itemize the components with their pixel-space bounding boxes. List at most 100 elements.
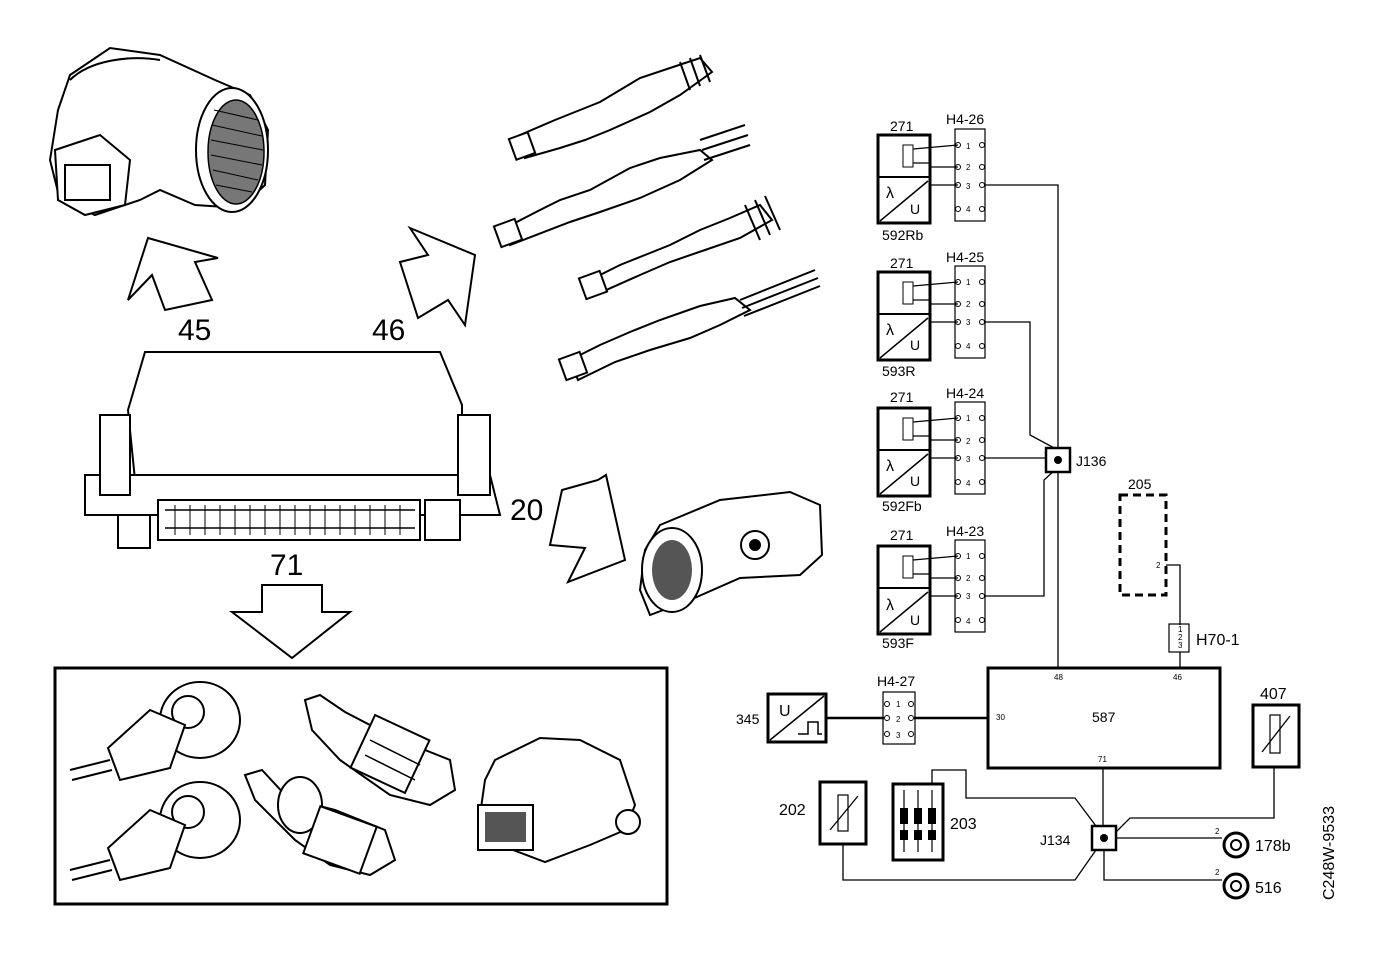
wire-407-to-j134 [1115,767,1275,833]
component-203-label: 203 [950,816,977,833]
unit-3-wire-2 [913,435,958,441]
pin-label: 4 [966,342,971,351]
unit-4-sensor-box [876,544,932,636]
unit-2-lambda-symbol: λ [886,322,894,339]
pin-label: 1 [966,414,971,423]
component-345-label: 345 [736,711,760,727]
h4-27-pin-3: 3 [896,731,901,740]
wire-203-to-j134 [931,769,1097,827]
unit-2-pin-4-right [979,343,985,349]
unit-1-pin-4-left [955,206,961,212]
c205-pin: 2 [1156,561,1161,570]
pin-label: 3 [966,182,971,191]
component-202-resistor [837,794,849,832]
c587-pin-46: 46 [1173,673,1182,682]
unit-1-sensor-box [876,133,932,225]
figure-code: C248W-9533 [1321,806,1338,900]
unit-3-sensor-box [876,406,932,498]
signal-wire-unit-2 [985,321,1059,451]
wiring-diagram [766,128,1301,900]
unit-2-connector-label: H4-25 [946,249,984,265]
c587-pin-30: 30 [996,713,1005,722]
unit-3-code-label: 592Fb [882,498,922,514]
junction-j136-dot [1054,456,1062,464]
wire-202-to-j134 [842,844,1097,881]
unit-1-connector [954,128,986,222]
component-202-arrow [829,795,859,831]
pin-label: 1 [966,142,971,151]
component-407 [1251,703,1301,769]
pin-label: 1 [966,278,971,287]
ecu-control-unit-illustration [84,351,502,549]
wire-205-to-h70 [1166,564,1181,625]
component-407-arrow [1261,715,1291,753]
unit-4-pin-4-right [979,617,985,623]
pin-label: 2 [966,300,971,309]
unit-4-pin-4-left [955,617,961,623]
callout-20: 20 [510,494,543,527]
callout-arrow-71 [229,584,353,660]
pin-label: 3 [966,455,971,464]
unit-3-u-symbol: U [910,473,920,489]
air-mass-meter-illustration [48,46,270,217]
unit-2-pin-1-right [979,279,985,285]
pin-label: 4 [966,205,971,214]
unit-3-wire-1 [912,417,959,423]
unit-1-pin-labels: 1 2 3 4 [966,142,971,214]
unit-3-connector [954,401,986,495]
unit-3-lambda-symbol: λ [886,458,894,475]
unit-1-u-symbol: U [910,201,920,217]
oxygen-sensors-illustration [492,54,821,382]
unit-2-u-symbol: U [910,337,920,353]
component-407-label: 407 [1260,686,1287,703]
pin-label: 3 [966,318,971,327]
callout-arrow-46 [398,225,477,328]
h4-27-pin-1-right [908,701,914,707]
signal-wire-unit-1 [985,184,1059,668]
c587-pin-71: 71 [1098,755,1107,764]
knock-sensor-illustration [69,681,241,782]
unit-4-lambda-symbol: λ [886,597,894,614]
unit-1-pin-3-right [979,182,985,188]
component-516-center [1230,880,1242,892]
junction-j136-label: J136 [1076,453,1107,469]
unit-2-connector [954,265,986,359]
component-345-pulse-symbol [798,721,822,735]
component-178b-label: 178b [1255,838,1291,855]
unit-3-heater-symbol [902,417,914,441]
connector-h70-label: H70-1 [1196,632,1240,649]
unit-2-pin-2-right [979,301,985,307]
wire-j134-to-516 [1103,850,1222,881]
pin-label: 4 [966,617,971,626]
unit-1-code-label: 592Rb [882,227,923,243]
component-205-label: 205 [1128,476,1152,492]
component-587 [986,666,1222,770]
pin-label: 2 [966,163,971,172]
unit-2-block-label: 271 [890,255,914,271]
component-202 [818,780,868,846]
h4-27-pin-1: 1 [896,700,901,709]
unit-4-wire-1 [912,555,959,561]
unit-1-heater-symbol [902,144,914,168]
c516-pin: 2 [1215,868,1220,877]
knock-sensor-2-illustration [69,781,241,882]
h4-27-pin-2: 2 [896,715,901,724]
unit-3-pin-1-right [979,415,985,421]
component-205 [1118,493,1168,597]
callout-arrow-45 [127,236,219,312]
unit-2-wire-2 [913,299,958,305]
unit-2-heater-symbol [902,281,914,305]
unit-4-connector-label: H4-23 [946,523,984,539]
unit-3-block-label: 271 [890,389,914,405]
unit-4-pin-1-right [979,553,985,559]
component-203-coil-2 [914,808,922,824]
connector-h70 [1168,623,1190,653]
component-178b-center [1230,839,1242,851]
unit-3-pin-3-right [979,455,985,461]
unit-3-connector-label: H4-24 [946,385,984,401]
unit-4-pin-labels: 1 2 3 4 [966,552,971,626]
unit-3-pin-labels: 1 2 3 4 [966,414,971,488]
unit-1-block-label: 271 [890,118,914,134]
c587-pin-48: 48 [1054,673,1063,682]
component-202-label: 202 [779,802,806,819]
